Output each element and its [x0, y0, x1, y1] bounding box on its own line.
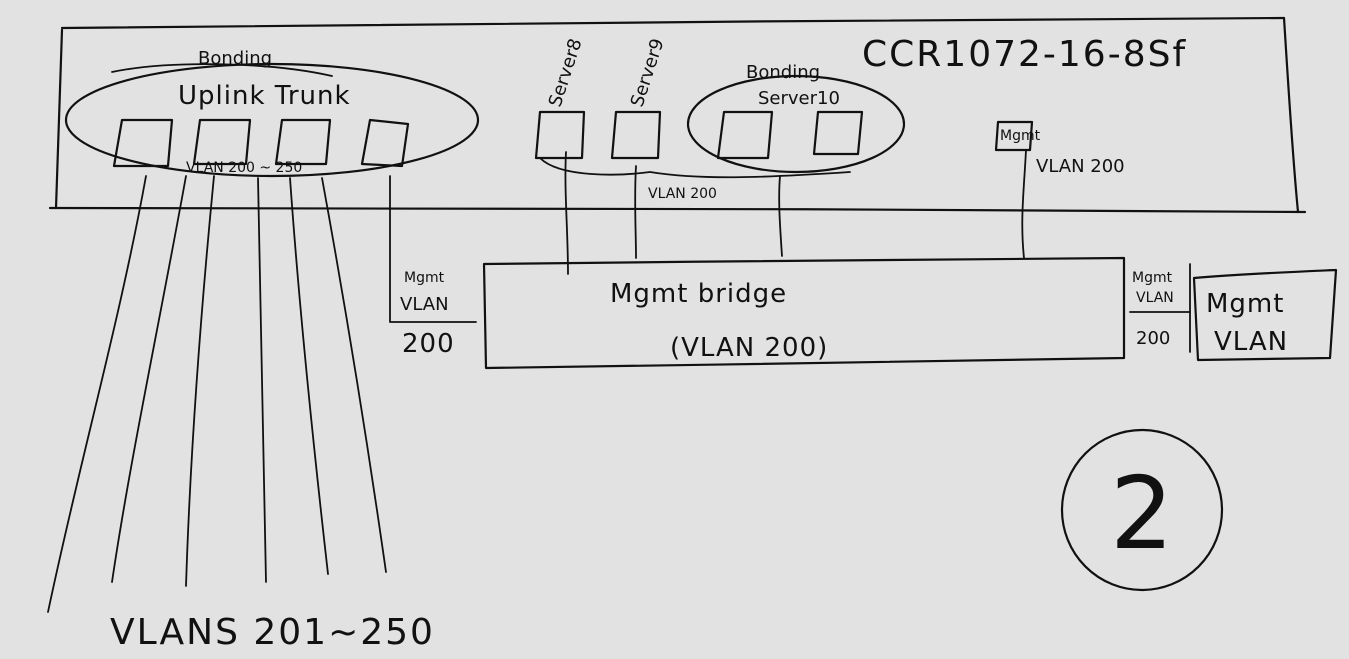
bonding-uplink-group: Bonding Uplink Trunk VLAN 200 ~ 250 [64, 48, 480, 178]
page-number: 2 [1110, 455, 1174, 572]
bonding-uplink-subtitle: Uplink Trunk [178, 81, 351, 111]
server9-label: Server9 [627, 36, 669, 110]
vlan-lines [47, 175, 387, 613]
mgmt-bridge-subtitle: (VLAN 200) [670, 333, 828, 363]
uplink-port-1 [112, 118, 174, 168]
mgmt-vlan-box-line2: VLAN [1214, 327, 1288, 357]
right-port-label-line3: 200 [1136, 328, 1170, 349]
server8-to-bridge-line [564, 151, 569, 275]
bridge-links [389, 149, 1027, 323]
bonding-server10-ellipse [686, 74, 906, 174]
router-chassis [48, 16, 1307, 214]
left-port-label-line2: VLAN [400, 294, 449, 315]
right-port-group: Mgmt VLAN 200 Mgmt VLAN [1129, 263, 1338, 362]
uplink-port-3 [274, 118, 332, 166]
right-port-label-line1: Mgmt [1132, 270, 1173, 286]
bonding-server10-subtitle: Server10 [758, 88, 840, 109]
bonding-server10-title: Bonding [746, 62, 820, 83]
server8-port [534, 110, 586, 160]
left-port-label: Mgmt VLAN 200 [400, 270, 455, 359]
page-number-circle [1060, 428, 1224, 592]
device-title: CCR1072-16-8Sf [862, 34, 1187, 75]
mgmt-bridge: Mgmt bridge (VLAN 200) [482, 256, 1126, 370]
mgmt-port-group: Mgmt VLAN 200 [994, 120, 1125, 177]
server-vlan-brace [539, 157, 851, 179]
server10-port-1 [716, 110, 774, 160]
mgmt-bridge-box [482, 256, 1126, 370]
right-port-label-line2: VLAN [1136, 290, 1174, 306]
left-port-label-line1: Mgmt [404, 270, 445, 286]
bonding-uplink-ellipse [64, 62, 480, 178]
server-vlan-label: VLAN 200 [648, 186, 717, 202]
server10-port-2 [812, 110, 864, 156]
mgmt-to-bridge-line [1021, 149, 1027, 259]
mgmt-vlan-box-line1: Mgmt [1206, 289, 1284, 319]
uplink-to-bridge-line [389, 175, 477, 323]
page-number-group: 2 [1060, 428, 1224, 592]
uplink-port-4 [360, 118, 410, 168]
server8-label: Server8 [545, 36, 587, 110]
server9-port [610, 110, 662, 160]
mgmt-port-vlan-label: VLAN 200 [1036, 156, 1125, 177]
left-port-label-line3: 200 [402, 329, 455, 359]
mgmt-bridge-title: Mgmt bridge [610, 279, 787, 309]
bonding-uplink-vlan-label: VLAN 200 ~ 250 [186, 160, 302, 176]
uplink-port-2 [192, 118, 252, 166]
bonding-uplink-title: Bonding [198, 48, 272, 69]
mgmt-vlan-box [1192, 268, 1338, 362]
mgmt-port [994, 120, 1034, 152]
vlans-label: VLANS 201~250 [110, 612, 435, 653]
server-ports: Server8 Server9 Bonding Server10 VLAN 20… [534, 36, 906, 202]
server10-to-bridge-line [778, 175, 783, 257]
server9-to-bridge-line [634, 165, 637, 259]
mgmt-port-label: Mgmt [1000, 128, 1041, 144]
